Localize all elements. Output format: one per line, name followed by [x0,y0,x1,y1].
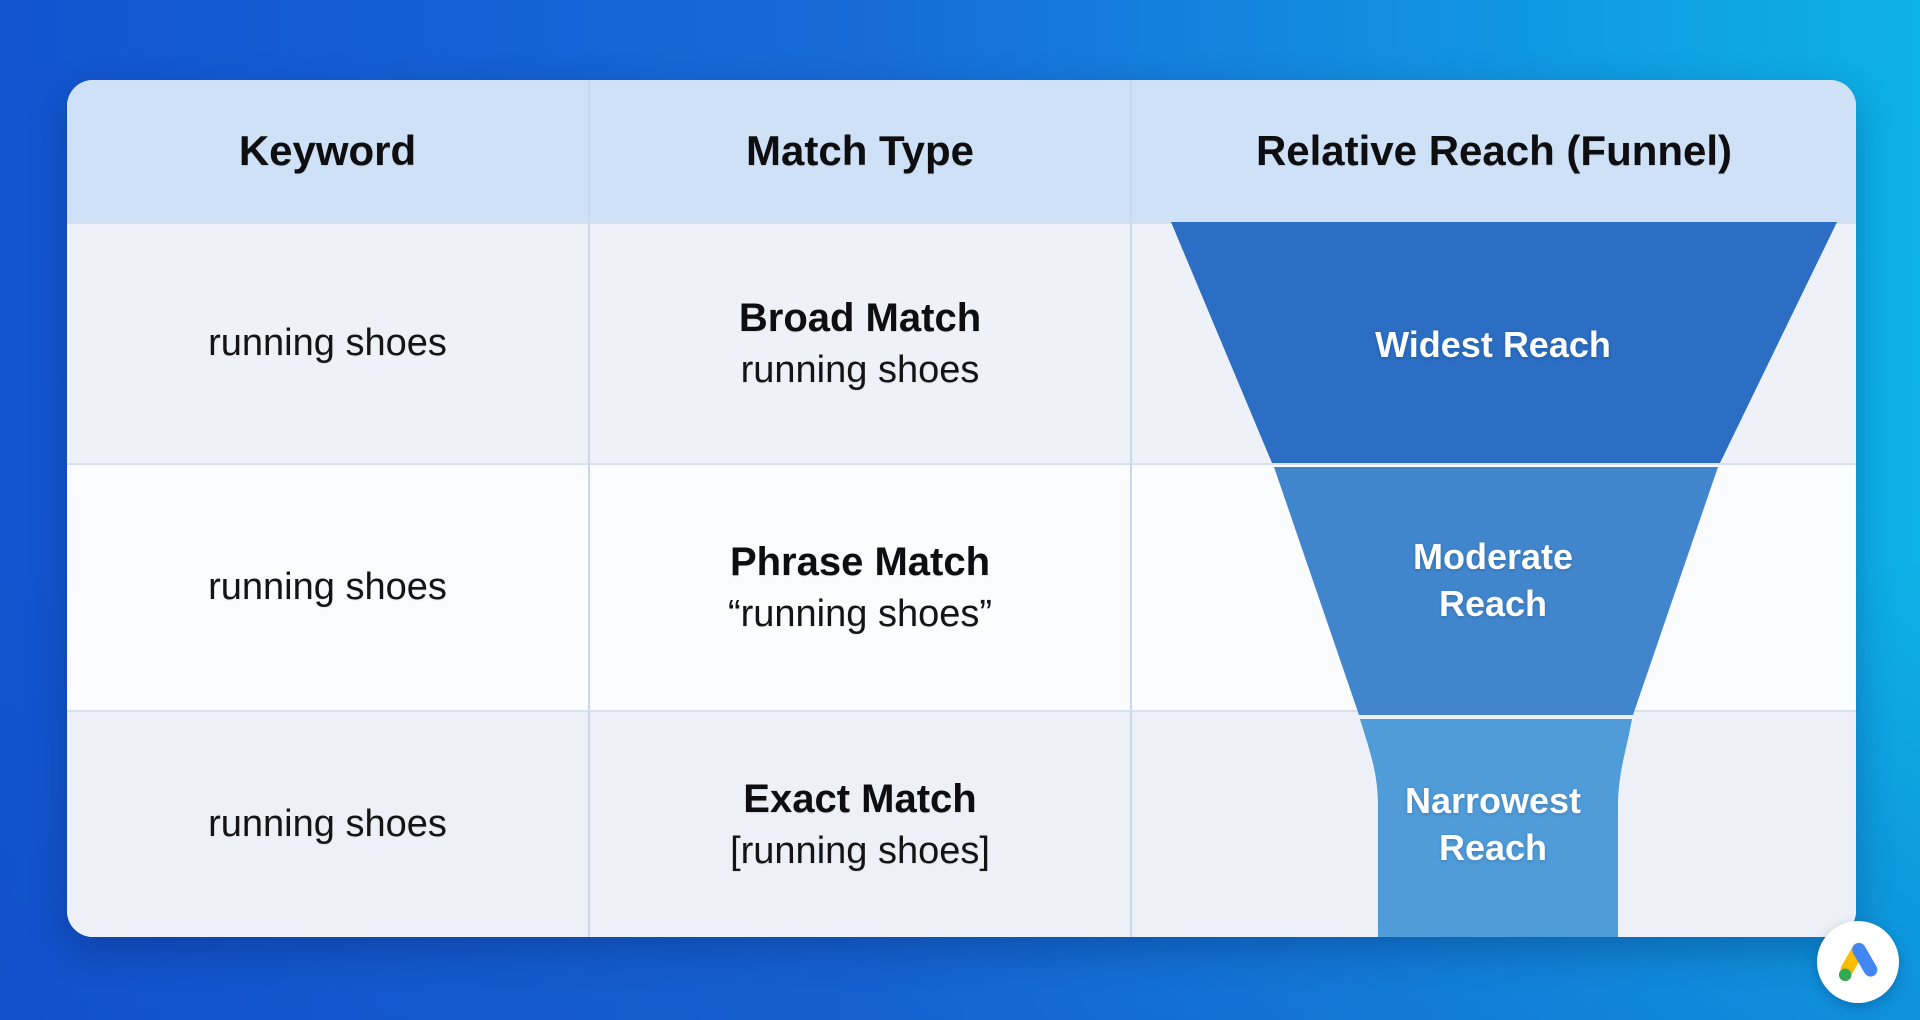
header-label-keyword: Keyword [238,127,417,174]
keyword-text: running shoes [208,803,447,845]
table-row-broad-matchtype-cell: Broad Match running shoes [588,222,1130,463]
header-label-relative-reach: Relative Reach (Funnel) [1255,127,1733,174]
match-type-name: Phrase Match [729,539,991,584]
match-type-table-card: Keyword Match Type Relative Reach (Funne… [67,80,1856,937]
table-row-phrase-matchtype-cell: Phrase Match “running shoes” [588,463,1130,710]
match-type-name: Broad Match [738,295,982,340]
table-row-broad-keyword-cell: running shoes [67,222,588,463]
table-row-exact-matchtype-cell: Exact Match [running shoes] [588,710,1130,937]
google-ads-logo-icon [1838,942,1878,982]
table-row-broad-funnel-cell [1130,222,1856,463]
match-type-table: Keyword Match Type Relative Reach (Funne… [67,80,1856,937]
table-row-phrase-keyword-cell: running shoes [67,463,588,710]
match-type-syntax: [running shoes] [730,829,990,872]
table-row-exact-funnel-cell [1130,710,1856,937]
keyword-text: running shoes [208,322,447,364]
table-row-phrase-funnel-cell [1130,463,1856,710]
match-type-syntax: “running shoes” [727,592,993,635]
match-type-name: Exact Match [743,776,977,821]
match-type-syntax: running shoes [740,348,980,391]
header-cell-match-type: Match Type [588,80,1130,222]
header-cell-keyword: Keyword [67,80,588,222]
header-cell-relative-reach: Relative Reach (Funnel) [1130,80,1856,222]
keyword-text: running shoes [208,566,447,608]
table-row-exact-keyword-cell: running shoes [67,710,588,937]
header-label-match-type: Match Type [746,127,974,174]
google-ads-logo [1817,921,1899,1003]
